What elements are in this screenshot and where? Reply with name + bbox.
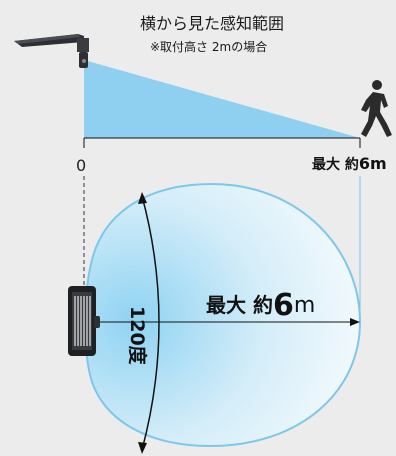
axis-end-value: 6 <box>358 154 371 173</box>
range-value: 6 <box>272 288 294 323</box>
axis-end-prefix: 最大 約 <box>312 157 359 173</box>
angle-arrow-bottom <box>138 442 147 454</box>
side-detection-area <box>84 60 360 138</box>
angle-arrow-top <box>138 192 147 204</box>
range-prefix: 最大 約 <box>206 293 273 317</box>
range-unit: m <box>293 293 316 318</box>
axis-start-label: 0 <box>76 156 87 175</box>
range-label: 最大 約6m <box>206 288 315 323</box>
mounting-height-note: ※取付高さ 2mの場合 <box>150 40 268 54</box>
range-arrow-head <box>350 318 360 326</box>
diagram-title: 横から見た感知範囲 <box>140 14 285 33</box>
angle-label: 120度 <box>126 306 148 365</box>
axis-end-unit: m <box>370 154 387 173</box>
walking-person-icon <box>361 80 392 137</box>
floodlight-front-icon <box>68 286 100 356</box>
axis-end-label: 最大 約6m <box>312 154 387 174</box>
floodlight-side-icon <box>14 34 89 68</box>
angle-arc <box>141 195 160 451</box>
